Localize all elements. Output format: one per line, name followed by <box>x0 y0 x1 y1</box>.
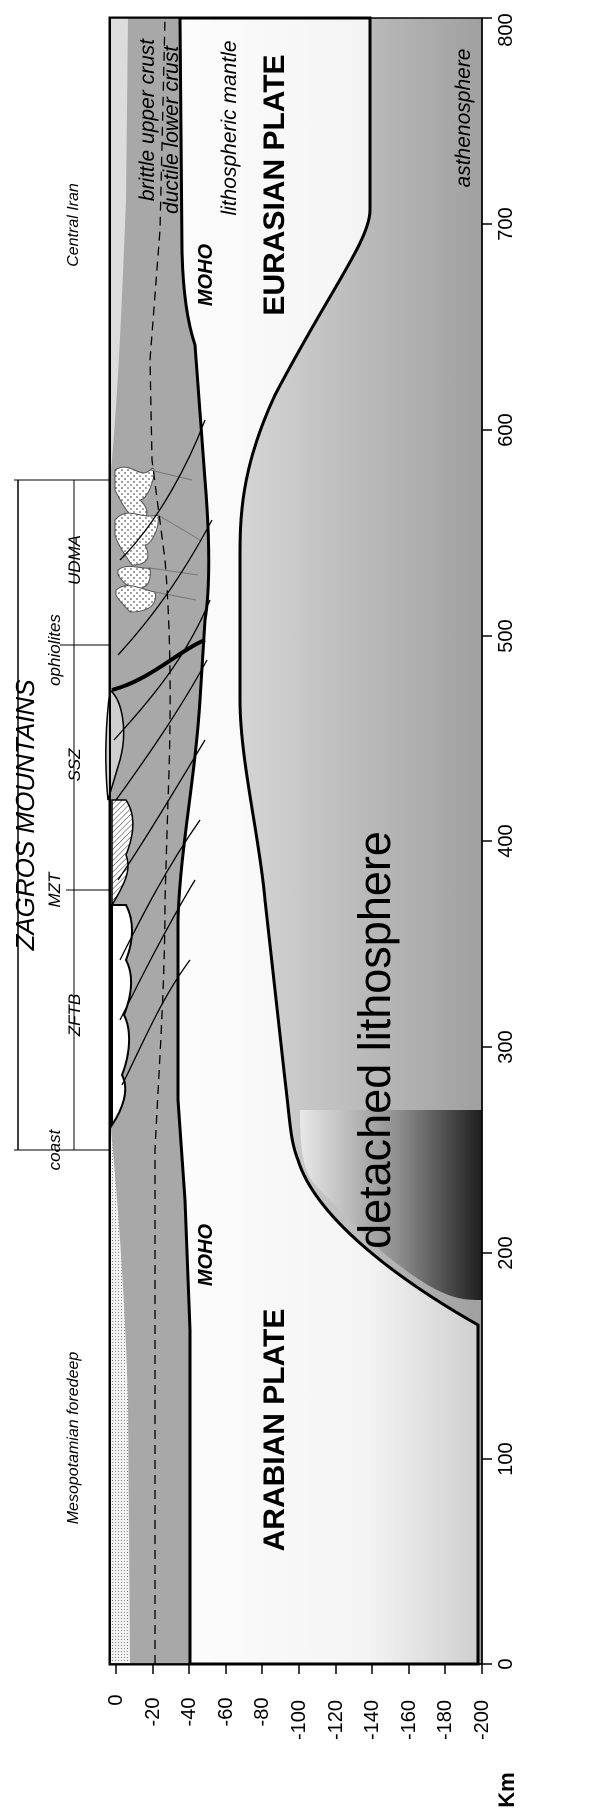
depth-tick-label-40: -40 <box>178 1698 200 1727</box>
zone-label-udma: UDMA <box>65 535 84 585</box>
thrust-faults <box>113 419 213 1086</box>
zone-label-ophiolites: ophiolites <box>45 614 64 686</box>
central-iran-cover <box>110 18 128 480</box>
crust-region <box>110 18 209 1664</box>
lithospheric-mantle-region <box>108 16 480 1666</box>
zone-label-zftb: ZFTB <box>65 994 84 1038</box>
depth-tick-label-0: 0 <box>105 1694 127 1705</box>
region-label-central-iran: Central Iran <box>65 183 82 267</box>
distance-tick-label-500: 500 <box>495 619 517 652</box>
distance-ticks <box>482 17 492 1665</box>
depth-tick-label-20: -20 <box>142 1698 164 1727</box>
label-lower-crust: ductile lower crust <box>160 45 183 214</box>
depth-tick-label-200: -200 <box>471 1700 493 1740</box>
label-detached-lithosphere: detached lithosphere <box>349 831 400 1249</box>
distance-tick-label-100: 100 <box>495 1442 517 1475</box>
distance-tick-label-200: 200 <box>495 1236 517 1269</box>
label-upper-crust: brittle upper crust <box>136 38 159 201</box>
asthenosphere-deep-region <box>300 1110 482 1664</box>
section-labels: brittle upper crust ductile lower crust … <box>136 38 475 1552</box>
distance-tick-label-400: 400 <box>495 824 517 857</box>
depth-tick-label-80: -80 <box>251 1698 273 1727</box>
zagros-title: ZAGROS MOUNTAINS <box>10 679 40 952</box>
label-lithospheric-mantle: lithospheric mantle <box>218 40 241 215</box>
label-moho-west: MOHO <box>195 1223 217 1286</box>
distance-tick-label-700: 700 <box>495 207 517 240</box>
depth-axis: 0 -20 -40 -60 -80 -100 -120 -140 -160 -1… <box>105 1663 519 1808</box>
label-moho-east: MOHO <box>195 243 217 306</box>
zagros-annotation: ZAGROS MOUNTAINS ZFTB MZT SSZ ophiolites… <box>10 183 110 1524</box>
label-eurasian-plate: EURASIAN PLATE <box>258 54 291 315</box>
depth-tick-label-60: -60 <box>215 1698 237 1727</box>
distance-axis: 0 100 200 300 400 500 600 700 800 <box>481 13 517 1670</box>
udma-intrusions <box>114 466 201 613</box>
region-label-coast: coast <box>45 1128 64 1170</box>
moho-line <box>176 17 211 1664</box>
distance-tick-label-600: 600 <box>495 413 517 446</box>
depth-tick-label-100: -100 <box>288 1700 310 1740</box>
zone-label-ssz: SSZ <box>65 748 84 782</box>
distance-tick-label-800: 800 <box>495 13 517 46</box>
upper-lower-crust-boundary <box>149 17 171 1664</box>
foredeep-sediments <box>110 1120 130 1664</box>
region-label-foredeep: Mesopotamian foredeep <box>65 1352 82 1525</box>
zone-label-mzt: MZT <box>45 871 64 908</box>
label-arabian-plate: ARABIAN PLATE <box>258 1309 291 1552</box>
axis-unit-label: Km <box>494 1772 519 1807</box>
depth-ticks <box>115 1664 483 1674</box>
depth-tick-label-180: -180 <box>434 1700 456 1740</box>
depth-tick-label-120: -120 <box>325 1700 347 1740</box>
distance-tick-label-300: 300 <box>495 1030 517 1063</box>
depth-tick-label-140: -140 <box>361 1700 383 1740</box>
cross-section-panel <box>105 16 483 1666</box>
distance-tick-label-0: 0 <box>495 1658 517 1669</box>
depth-tick-label-160: -160 <box>398 1700 420 1740</box>
label-asthenosphere: asthenosphere <box>452 49 475 188</box>
